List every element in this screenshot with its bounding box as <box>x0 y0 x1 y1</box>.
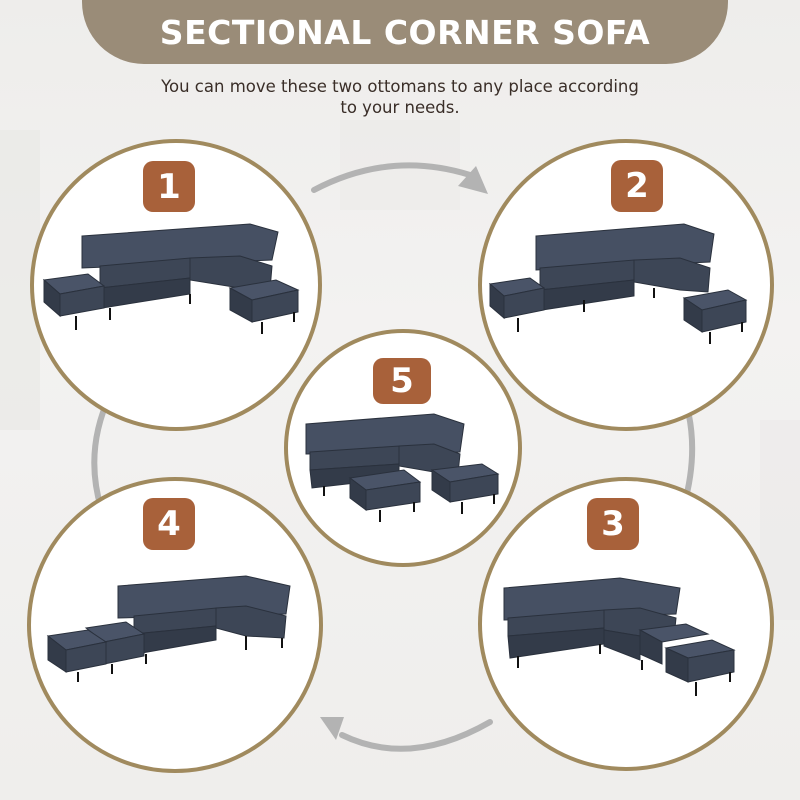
sofa-image-4 <box>46 575 291 682</box>
step-badge-3: 3 <box>587 498 639 550</box>
sofa-image-2 <box>488 223 748 344</box>
step-badge-5: 5 <box>373 358 431 404</box>
sofa-image-5 <box>305 413 500 522</box>
step-badge-1: 1 <box>143 161 195 212</box>
page-title: SECTIONAL CORNER SOFA <box>159 12 651 52</box>
sofa-image-3 <box>503 577 736 696</box>
subtitle-line-2: to your needs. <box>340 98 460 117</box>
step-badge-2: 2 <box>611 160 663 212</box>
subtitle-line-1: You can move these two ottomans to any p… <box>161 77 639 96</box>
title-banner: SECTIONAL CORNER SOFA <box>82 0 728 64</box>
subtitle: You can move these two ottomans to any p… <box>100 76 700 118</box>
sofa-image-1 <box>42 223 300 334</box>
step-badge-4: 4 <box>143 498 195 550</box>
